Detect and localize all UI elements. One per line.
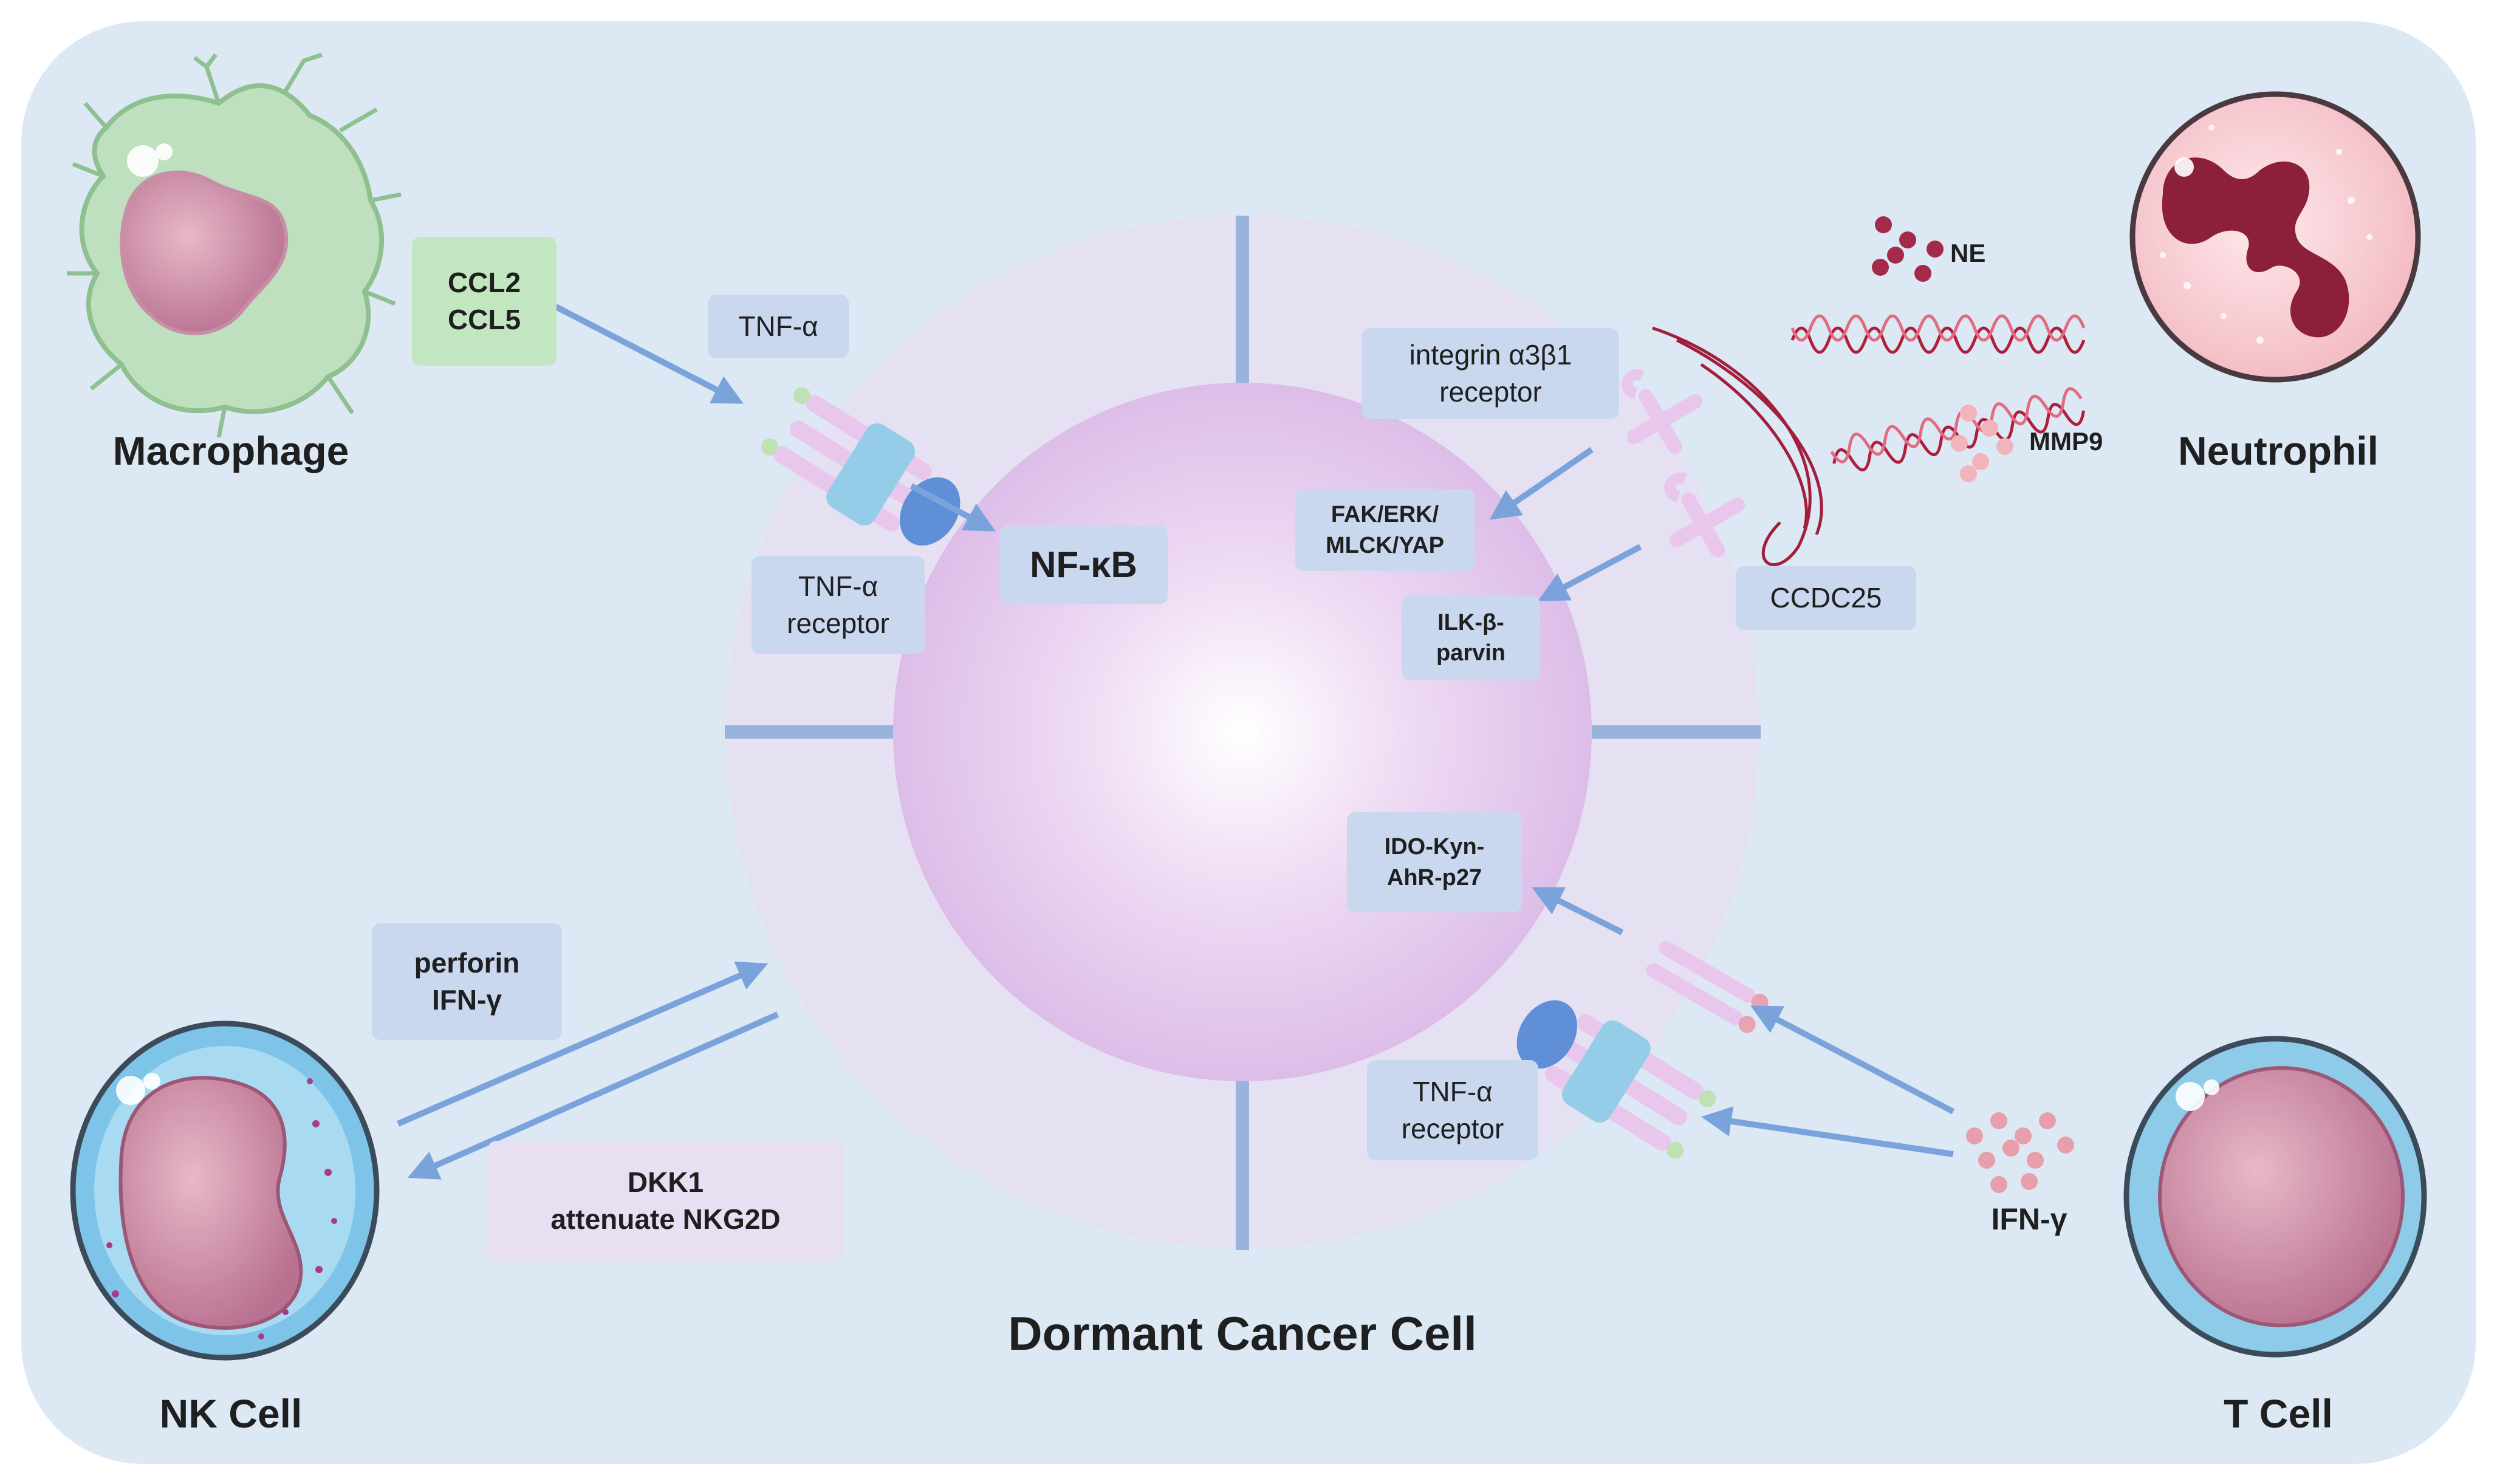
- macrophage-nucleus: [120, 170, 289, 335]
- mmp9-granules: [1951, 405, 2013, 482]
- integrin-receptor-upper: [1622, 369, 1703, 454]
- arrow-receptor-to-nfkb: [909, 483, 996, 532]
- ccl-box: CCL2 CCL5: [412, 237, 557, 366]
- arrow-cancer-to-nk: [407, 1011, 779, 1180]
- nk-cell: [70, 1021, 380, 1361]
- nf-kb-box: NF-κB: [999, 525, 1168, 604]
- neutrophil-granules: [2160, 125, 2372, 344]
- cancer-cell-core: [893, 383, 1592, 1081]
- neutrophil-label: Neutrophil: [2178, 428, 2379, 473]
- macrophage-label: Macrophage: [112, 428, 349, 473]
- integrin-box: integrin α3β1 receptor: [1362, 328, 1619, 419]
- dkk1-box: DKK1 attenuate NKG2D: [488, 1141, 843, 1261]
- nk-cell-granules: [106, 1078, 337, 1339]
- perforin-ifn-box: perforin IFN-γ: [372, 923, 562, 1040]
- t-cell: [2123, 1036, 2427, 1358]
- t-cell-nucleus: [2158, 1066, 2405, 1327]
- integrin-receptor-lower: [1664, 472, 1745, 558]
- pathway-arrows: [397, 304, 1955, 1180]
- ccdc25-box: CCDC25: [1736, 566, 1916, 630]
- t-cell-label: T Cell: [2224, 1391, 2333, 1436]
- tnf-receptor-macrophage: [761, 387, 961, 546]
- arrow-ifn-to-tnfreceptor: [1701, 1106, 1954, 1157]
- ido-kyn-box: IDO-Kyn- AhR-p27: [1347, 812, 1522, 912]
- net-strands: [1652, 326, 1823, 567]
- macrophage-projections: [67, 52, 402, 438]
- arrow-ccl-to-receptor: [554, 304, 744, 404]
- cancer-cell-label: Dormant Cancer Cell: [1008, 1307, 1477, 1360]
- arrow-receptor-to-ido: [1532, 887, 1624, 935]
- nk-cell-label: NK Cell: [159, 1391, 303, 1436]
- mmp9-label: MMP9: [2029, 427, 2103, 456]
- arrow-integrin-to-fak: [1489, 446, 1594, 520]
- dna-helix-upper: [1790, 314, 2086, 354]
- macrophage-cell: [67, 52, 402, 438]
- ne-label: NE: [1950, 239, 1986, 267]
- quadrant-dividers: [725, 216, 1761, 1250]
- arrow-ifn-to-ifnreceptor: [1750, 1005, 1955, 1115]
- ifn-gamma-label: IFN-γ: [1991, 1202, 2067, 1236]
- tnf-alpha-box: TNF-α: [708, 295, 849, 358]
- tnf-receptor-box-macrophage: TNF-α receptor: [752, 556, 925, 654]
- neutrophil-cell: [2129, 91, 2421, 383]
- arrow-ccdc25-to-ilk: [1538, 544, 1642, 601]
- ilk-parvin-box: ILK-β- parvin: [1402, 595, 1540, 680]
- fak-erk-box: FAK/ERK/ MLCK/YAP: [1295, 489, 1475, 571]
- ifn-gamma-granules: [1966, 1112, 2074, 1193]
- arrow-nk-to-cancer: [397, 961, 769, 1127]
- tnf-receptor-tcell: [1516, 1000, 1716, 1159]
- tnf-receptor-box-tcell: TNF-α receptor: [1367, 1060, 1538, 1160]
- neutrophil-nucleus: [2162, 157, 2349, 338]
- nk-cell-nucleus: [118, 1076, 303, 1330]
- ne-granules: [1872, 216, 1944, 282]
